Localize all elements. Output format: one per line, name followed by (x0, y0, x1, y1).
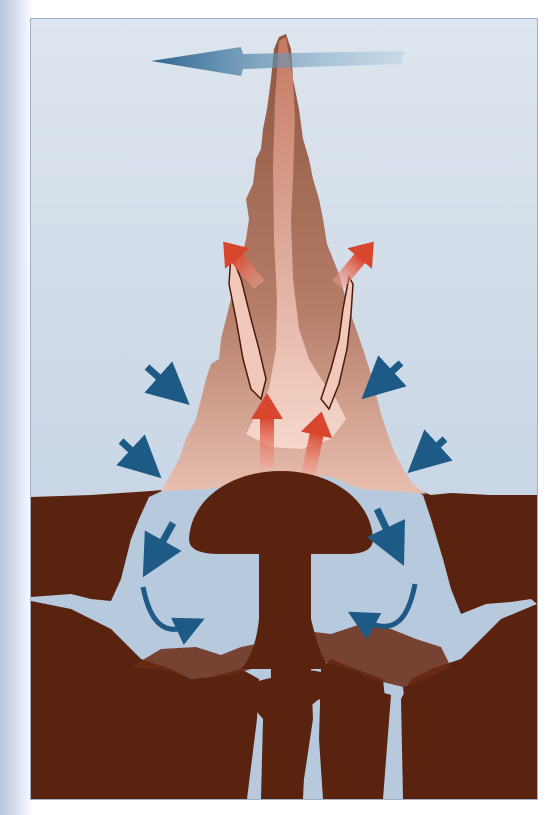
convection-diagram (31, 19, 537, 799)
